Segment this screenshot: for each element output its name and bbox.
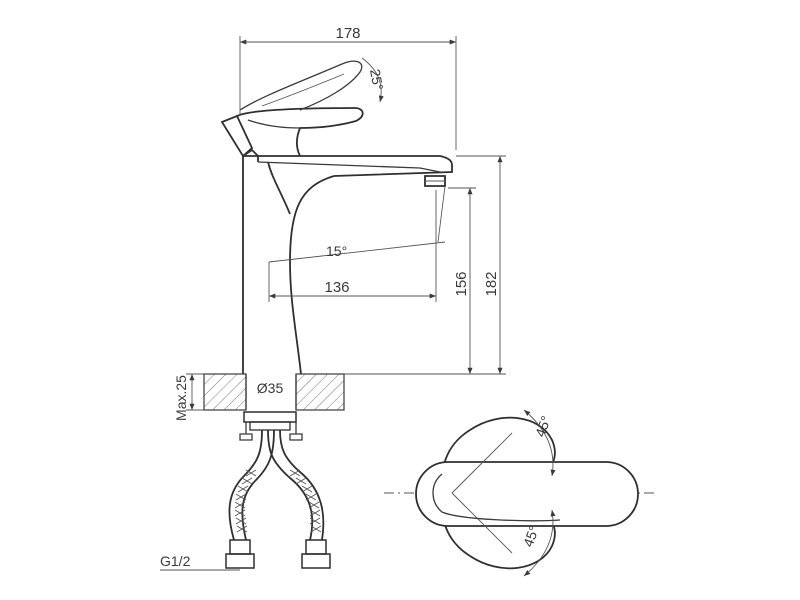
faucet-body-neck xyxy=(242,148,259,162)
hose-right xyxy=(267,429,314,541)
hose-left xyxy=(228,429,263,541)
angle-arc-45-lower xyxy=(523,509,556,577)
countertop-right xyxy=(295,373,345,411)
spout-lower-edge xyxy=(257,161,441,173)
countertop-left xyxy=(203,373,247,411)
stud-right xyxy=(289,422,303,441)
hose-fitting-right xyxy=(305,539,327,555)
spout-angle-leg xyxy=(437,185,446,243)
handle-raised-inner xyxy=(261,73,345,107)
hose-braid xyxy=(234,469,322,533)
dim-label-182: 182 xyxy=(483,271,500,296)
angle-arc-25 xyxy=(361,57,384,103)
hole-label-bg xyxy=(250,378,290,396)
stud-left xyxy=(239,422,253,441)
side-view: 178 25° 15° 136 156 182 Ø35 Max.25 xyxy=(160,25,506,571)
dim-label-35: Ø35 xyxy=(257,380,284,396)
angle-arc-45-upper xyxy=(523,409,556,477)
dim-label-max25: Max.25 xyxy=(173,375,189,421)
angle-label-45-lower: 45° xyxy=(520,524,542,549)
angle-label-25: 25° xyxy=(367,68,386,92)
mounting-plate xyxy=(249,421,291,431)
hose-nut-right xyxy=(301,553,331,569)
faucet-body-front xyxy=(267,161,291,215)
hose-right-b xyxy=(279,429,325,541)
faucet-body xyxy=(242,162,335,375)
handle-lever xyxy=(236,107,364,157)
mounting-nut xyxy=(243,411,297,423)
handle-raised xyxy=(239,60,363,111)
angle-line-45-upper xyxy=(451,432,513,494)
thread-label: G1/2 xyxy=(160,553,191,569)
angle-line-45-lower xyxy=(451,492,513,554)
hose-fitting-left xyxy=(229,539,251,555)
dim-label-178: 178 xyxy=(335,25,360,42)
hose-nut-left xyxy=(225,553,255,569)
spout xyxy=(243,155,453,177)
top-view-lever xyxy=(415,461,639,527)
angle-label-45-upper: 45° xyxy=(532,414,554,439)
top-view: 45° 45° xyxy=(384,409,654,577)
cartridge-cap xyxy=(220,114,254,158)
dim-label-156: 156 xyxy=(453,271,470,296)
angle-label-15: 15° xyxy=(326,243,347,259)
dim-label-136: 136 xyxy=(324,279,349,296)
spout-angle-ref xyxy=(268,241,446,263)
handle-lever-inner xyxy=(247,119,301,129)
